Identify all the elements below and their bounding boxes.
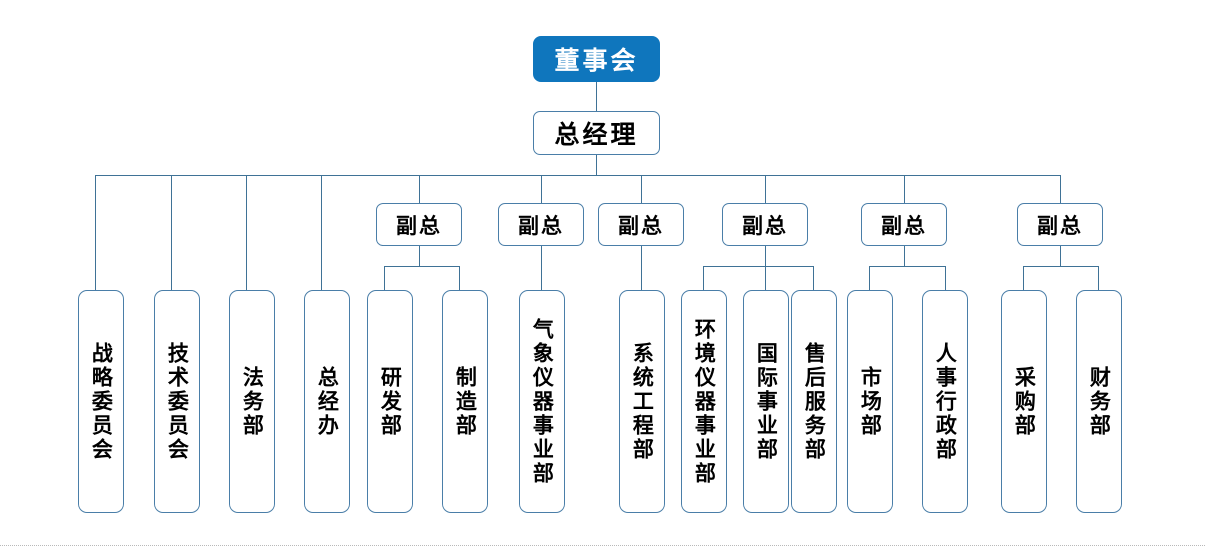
- connector-bus-to-vp-6: [1060, 175, 1062, 203]
- connector-bus-to-vp-3: [641, 175, 643, 203]
- node-label: 制造部: [453, 365, 478, 438]
- node-label: 副总: [742, 213, 788, 238]
- connector-bus-to-legal-department: [246, 175, 248, 290]
- node-label: 采购部: [1012, 365, 1037, 438]
- connector-bus-to-technology-committee: [171, 175, 173, 290]
- connector-vp-3-to-system-engineering-department: [641, 246, 643, 290]
- connector-bus-to-vp-4: [765, 175, 767, 203]
- connector-vp-5-to-marketing-department: [869, 266, 871, 290]
- node-international-division[interactable]: 国际事业部: [743, 290, 789, 513]
- connector-vp-4-to-after-sales-service-department: [813, 266, 815, 290]
- node-label: 财务部: [1087, 365, 1112, 438]
- connector-bus-to-vp-5: [904, 175, 906, 203]
- node-general-manager[interactable]: 总经理: [533, 111, 660, 155]
- node-vice-president-1[interactable]: 副总: [376, 203, 462, 246]
- node-label: 副总: [881, 213, 927, 238]
- node-legal-department[interactable]: 法务部: [229, 290, 275, 513]
- connector-bus-to-strategy-committee: [95, 175, 97, 290]
- node-label: 董事会: [554, 48, 639, 75]
- node-finance-department[interactable]: 财务部: [1076, 290, 1122, 513]
- node-vice-president-5[interactable]: 副总: [861, 203, 947, 246]
- node-label: 副总: [518, 213, 564, 238]
- node-hr-admin-department[interactable]: 人事行政部: [922, 290, 968, 513]
- node-label: 气象仪器事业部: [530, 317, 555, 486]
- node-manufacturing-department[interactable]: 制造部: [442, 290, 488, 513]
- footer-divider: [0, 545, 1205, 546]
- connector-bus-to-vp-2: [541, 175, 543, 203]
- node-vice-president-3[interactable]: 副总: [598, 203, 684, 246]
- connector-vp-4-to-international-division: [765, 266, 767, 290]
- node-environmental-instrument-division[interactable]: 环境仪器事业部: [681, 290, 727, 513]
- node-board-of-directors[interactable]: 董事会: [533, 36, 660, 82]
- node-vice-president-6[interactable]: 副总: [1017, 203, 1103, 246]
- connector-vp-4-to-environmental-instrument-division: [703, 266, 705, 290]
- connector-vp-5-to-hr-admin-department: [945, 266, 947, 290]
- node-label: 技术委员会: [165, 341, 190, 462]
- connector-vp-1-stem: [419, 246, 421, 266]
- connector-board-to-gm: [596, 82, 598, 111]
- node-label: 市场部: [858, 365, 883, 438]
- connector-vp-1-to-manufacturing-department: [459, 266, 461, 290]
- node-meteorological-instrument-division[interactable]: 气象仪器事业部: [519, 290, 565, 513]
- node-label: 战略委员会: [89, 341, 114, 462]
- node-label: 副总: [1037, 213, 1083, 238]
- node-rd-department[interactable]: 研发部: [367, 290, 413, 513]
- node-after-sales-service-department[interactable]: 售后服务部: [791, 290, 837, 513]
- connector-vp-4-stem: [765, 246, 767, 266]
- connector-vp-6-to-finance-department: [1098, 266, 1100, 290]
- node-label: 系统工程部: [630, 341, 655, 462]
- node-label: 副总: [618, 213, 664, 238]
- connector-main-bus: [95, 175, 1061, 177]
- node-label: 国际事业部: [754, 341, 779, 462]
- connector-vp-4-bar: [703, 266, 814, 268]
- node-technology-committee[interactable]: 技术委员会: [154, 290, 200, 513]
- node-procurement-department[interactable]: 采购部: [1001, 290, 1047, 513]
- connector-vp-6-to-procurement-department: [1023, 266, 1025, 290]
- node-vice-president-4[interactable]: 副总: [722, 203, 808, 246]
- node-label: 总经理: [554, 122, 639, 149]
- connector-bus-to-gm-office: [321, 175, 323, 290]
- node-label: 售后服务部: [802, 341, 827, 462]
- connector-vp-6-bar: [1023, 266, 1099, 268]
- connector-vp-1-to-rd-department: [384, 266, 386, 290]
- node-label: 环境仪器事业部: [692, 317, 717, 486]
- connector-bus-to-vp-1: [419, 175, 421, 203]
- node-vice-president-2[interactable]: 副总: [498, 203, 584, 246]
- node-label: 副总: [396, 213, 442, 238]
- connector-vp-1-bar: [384, 266, 460, 268]
- connector-vp-2-to-meteorological-instrument-division: [541, 246, 543, 290]
- connector-vp-6-stem: [1060, 246, 1062, 266]
- connector-vp-5-bar: [869, 266, 946, 268]
- node-label: 总经办: [315, 365, 340, 438]
- node-system-engineering-department[interactable]: 系统工程部: [619, 290, 665, 513]
- connector-vp-5-stem: [904, 246, 906, 266]
- node-strategy-committee[interactable]: 战略委员会: [78, 290, 124, 513]
- node-gm-office[interactable]: 总经办: [304, 290, 350, 513]
- node-label: 法务部: [240, 365, 265, 438]
- node-label: 研发部: [378, 365, 403, 438]
- node-label: 人事行政部: [933, 341, 958, 462]
- connector-gm-to-bus: [596, 155, 598, 176]
- node-marketing-department[interactable]: 市场部: [847, 290, 893, 513]
